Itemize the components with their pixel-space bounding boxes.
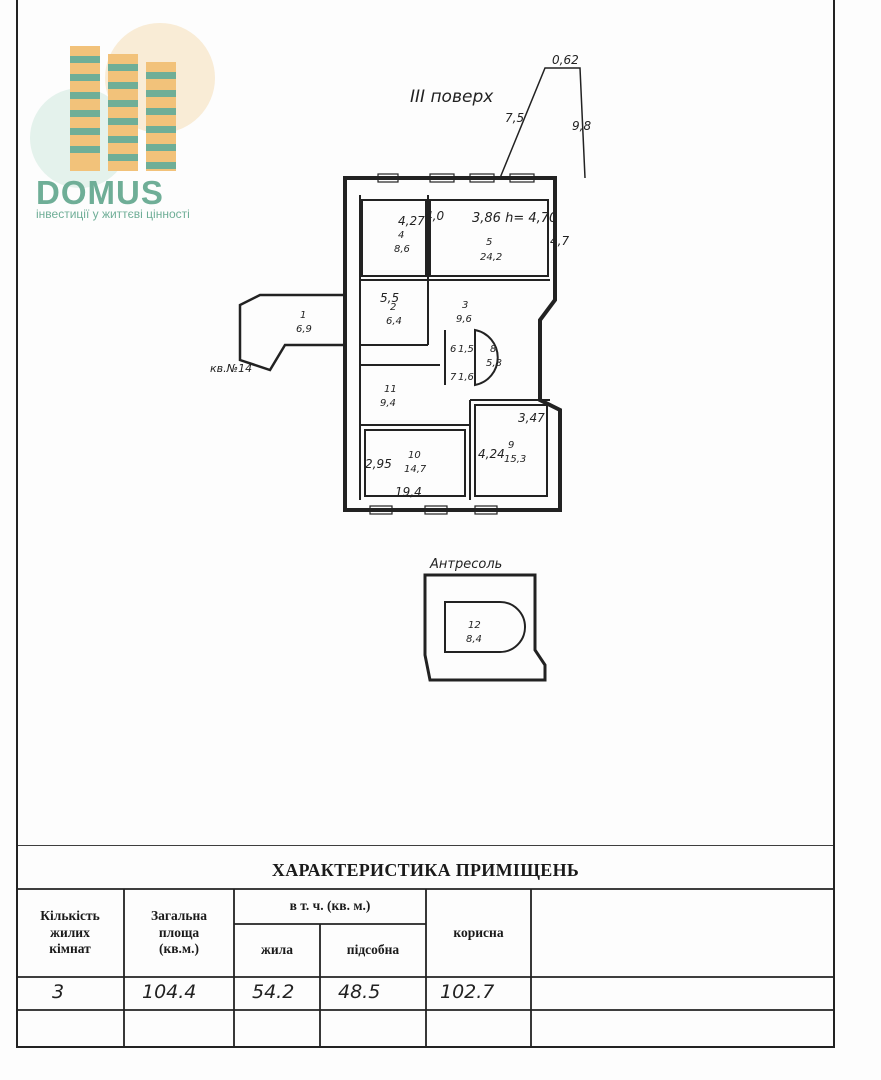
room-area: 8,4 bbox=[466, 634, 482, 645]
room-number: 10 bbox=[408, 450, 421, 461]
table-grid bbox=[16, 845, 835, 1048]
header-total-area: Загальна площа (кв.м.) bbox=[150, 907, 208, 957]
dim-label: 4,24 bbox=[478, 447, 505, 461]
value-auxiliary: 48.5 bbox=[338, 981, 381, 1003]
value-living: 54.2 bbox=[252, 981, 295, 1003]
value-useful: 102.7 bbox=[440, 981, 495, 1003]
mezzanine-outline bbox=[423, 573, 547, 682]
rooms-characteristics-table: ХАРАКТЕРИСТИКА ПРИМІЩЕНЬ Кількість жилих… bbox=[16, 845, 835, 1048]
room-area: 6,9 bbox=[296, 324, 312, 335]
dim-label: 7,5 bbox=[505, 111, 524, 125]
dim-label: 3,47 bbox=[518, 411, 545, 425]
header-rooms-count: Кількість жилих кімнат bbox=[40, 907, 100, 957]
logo-name: DOMUS bbox=[36, 174, 164, 211]
dim-label: 4,7 bbox=[550, 234, 569, 248]
dim-label: 4,27 bbox=[398, 214, 425, 228]
floor-plan: III поверх Антресоль кв.№14 3,86 h= 4,70… bbox=[210, 53, 591, 682]
value-total-area: 104.4 bbox=[142, 981, 197, 1003]
dim-label: 4,0 bbox=[425, 209, 444, 223]
mezzanine-label: Антресоль bbox=[429, 557, 502, 572]
room-number: 9 bbox=[508, 440, 514, 451]
room1-extension bbox=[238, 293, 347, 372]
room-number: 11 bbox=[384, 384, 397, 395]
dim-label: 9,8 bbox=[572, 119, 591, 133]
room-area: 24,2 bbox=[480, 252, 502, 263]
value-rooms-count: 3 bbox=[52, 981, 65, 1003]
floor-label: III поверх bbox=[410, 87, 494, 107]
room-area: 8,6 bbox=[394, 244, 410, 255]
room-area: 1,5 bbox=[458, 344, 474, 355]
neighbor-label: кв.№14 bbox=[210, 362, 252, 375]
room-area: 15,3 bbox=[504, 454, 526, 465]
room-number: 4 bbox=[398, 230, 404, 241]
stair-outline bbox=[499, 67, 586, 179]
room-number: 12 bbox=[468, 620, 481, 631]
dim-label: 5,5 bbox=[380, 291, 399, 305]
domus-logo bbox=[30, 23, 215, 188]
room-area: 14,7 bbox=[404, 464, 427, 475]
logo-buildings-icon bbox=[70, 46, 176, 171]
room-number: 6 bbox=[450, 344, 456, 355]
room-area: 9,4 bbox=[380, 398, 396, 409]
room-number: 8 bbox=[490, 344, 496, 355]
header-living: жила bbox=[261, 942, 293, 958]
room-number: 5 bbox=[486, 237, 492, 248]
room-number: 3 bbox=[462, 300, 468, 311]
header-useful: корисна bbox=[453, 924, 504, 940]
header-auxiliary: підсобна bbox=[346, 942, 400, 958]
dim-label: 0,62 bbox=[552, 53, 579, 67]
room-area: 5,8 bbox=[486, 358, 502, 369]
room-area: 9,6 bbox=[456, 314, 472, 325]
logo-tagline: інвестиції у життєві цінності bbox=[36, 207, 190, 221]
table-title: ХАРАКТЕРИСТИКА ПРИМІЩЕНЬ bbox=[271, 860, 580, 880]
room-number: 2 bbox=[390, 302, 396, 313]
room-area: 1,6 bbox=[458, 372, 474, 383]
room-area: 6,4 bbox=[386, 316, 402, 327]
header-including: в т. ч. (кв. м.) bbox=[289, 898, 371, 914]
height-note: 3,86 h= 4,70 bbox=[472, 211, 557, 226]
room-number: 7 bbox=[450, 372, 457, 383]
room-number: 1 bbox=[300, 310, 306, 321]
dim-label: 2,95 bbox=[365, 457, 392, 471]
dim-label: 19,4 bbox=[395, 485, 422, 499]
